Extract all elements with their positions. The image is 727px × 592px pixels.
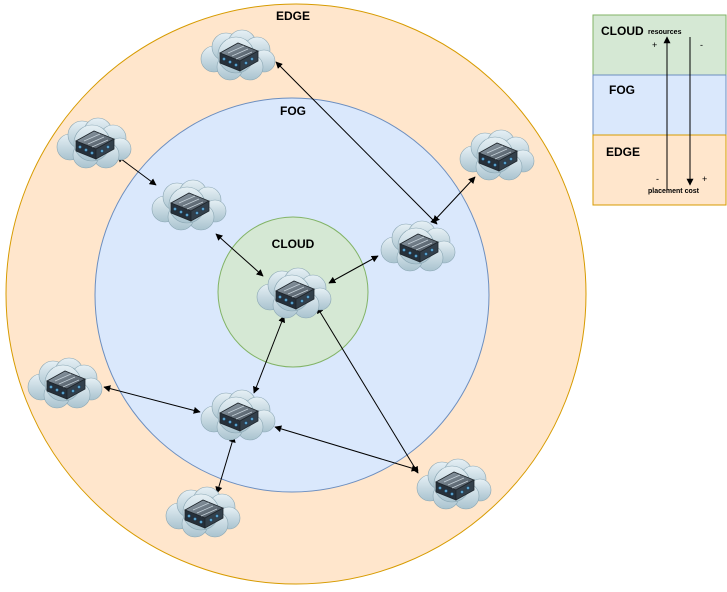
fog-zone-label: FOG	[280, 104, 306, 118]
cloud-server-icon	[200, 389, 276, 441]
legend: CLOUD FOG EDGE resources placement cost …	[592, 14, 727, 206]
node-fog-bottom	[200, 389, 276, 441]
legend-row-edge	[592, 134, 727, 206]
placement-cost-label: placement cost	[648, 188, 700, 195]
link-fog-right-cloud-center	[328, 255, 379, 284]
legend-row-fog	[592, 74, 727, 136]
legend-label-fog: FOG	[609, 83, 635, 97]
resources-label: resources	[648, 29, 682, 36]
cloud-server-icon	[151, 179, 227, 231]
link-edge-upper-left-fog-left	[116, 155, 157, 186]
cloud-server-icon	[200, 29, 276, 81]
cloud-server-icon	[56, 117, 132, 169]
cloud-server-icon	[27, 357, 103, 409]
link-edge-right-fog-right	[432, 176, 476, 223]
nodes-layer	[27, 29, 535, 538]
node-edge-bottom-right	[416, 458, 492, 510]
legend-row-cloud	[592, 14, 727, 76]
placement-cost-plus-sign: +	[702, 174, 707, 184]
link-fog-left-cloud-center	[215, 233, 264, 277]
node-edge-bottom-left	[165, 486, 241, 538]
cloud-server-icon	[165, 486, 241, 538]
cloud-server-icon	[256, 267, 332, 319]
cloud-server-icon	[459, 129, 535, 181]
node-edge-top	[200, 29, 276, 81]
link-fog-bottom-edge-bottom-left	[215, 435, 236, 494]
resources-plus-sign: +	[652, 40, 657, 50]
node-edge-upper-left	[56, 117, 132, 169]
resources-minus-sign: -	[656, 174, 659, 184]
link-edge-lower-left-fog-bottom	[103, 385, 201, 414]
link-edge-top-fog-right	[275, 61, 438, 225]
link-fog-bottom-edge-bottom-right	[274, 425, 419, 472]
legend-label-cloud: CLOUD	[601, 24, 644, 38]
node-fog-left	[151, 179, 227, 231]
edge-zone-label: EDGE	[276, 9, 310, 23]
node-cloud-center	[256, 267, 332, 319]
node-edge-right	[459, 129, 535, 181]
cloud-server-icon	[416, 458, 492, 510]
legend-label-edge: EDGE	[606, 145, 640, 159]
placement-cost-minus-sign: -	[700, 40, 703, 50]
cloud-zone-label: CLOUD	[272, 237, 315, 251]
link-cloud-center-fog-bottom	[253, 315, 285, 394]
node-fog-right	[380, 220, 456, 272]
links-layer	[103, 61, 476, 494]
node-edge-lower-left	[27, 357, 103, 409]
cloud-server-icon	[380, 220, 456, 272]
